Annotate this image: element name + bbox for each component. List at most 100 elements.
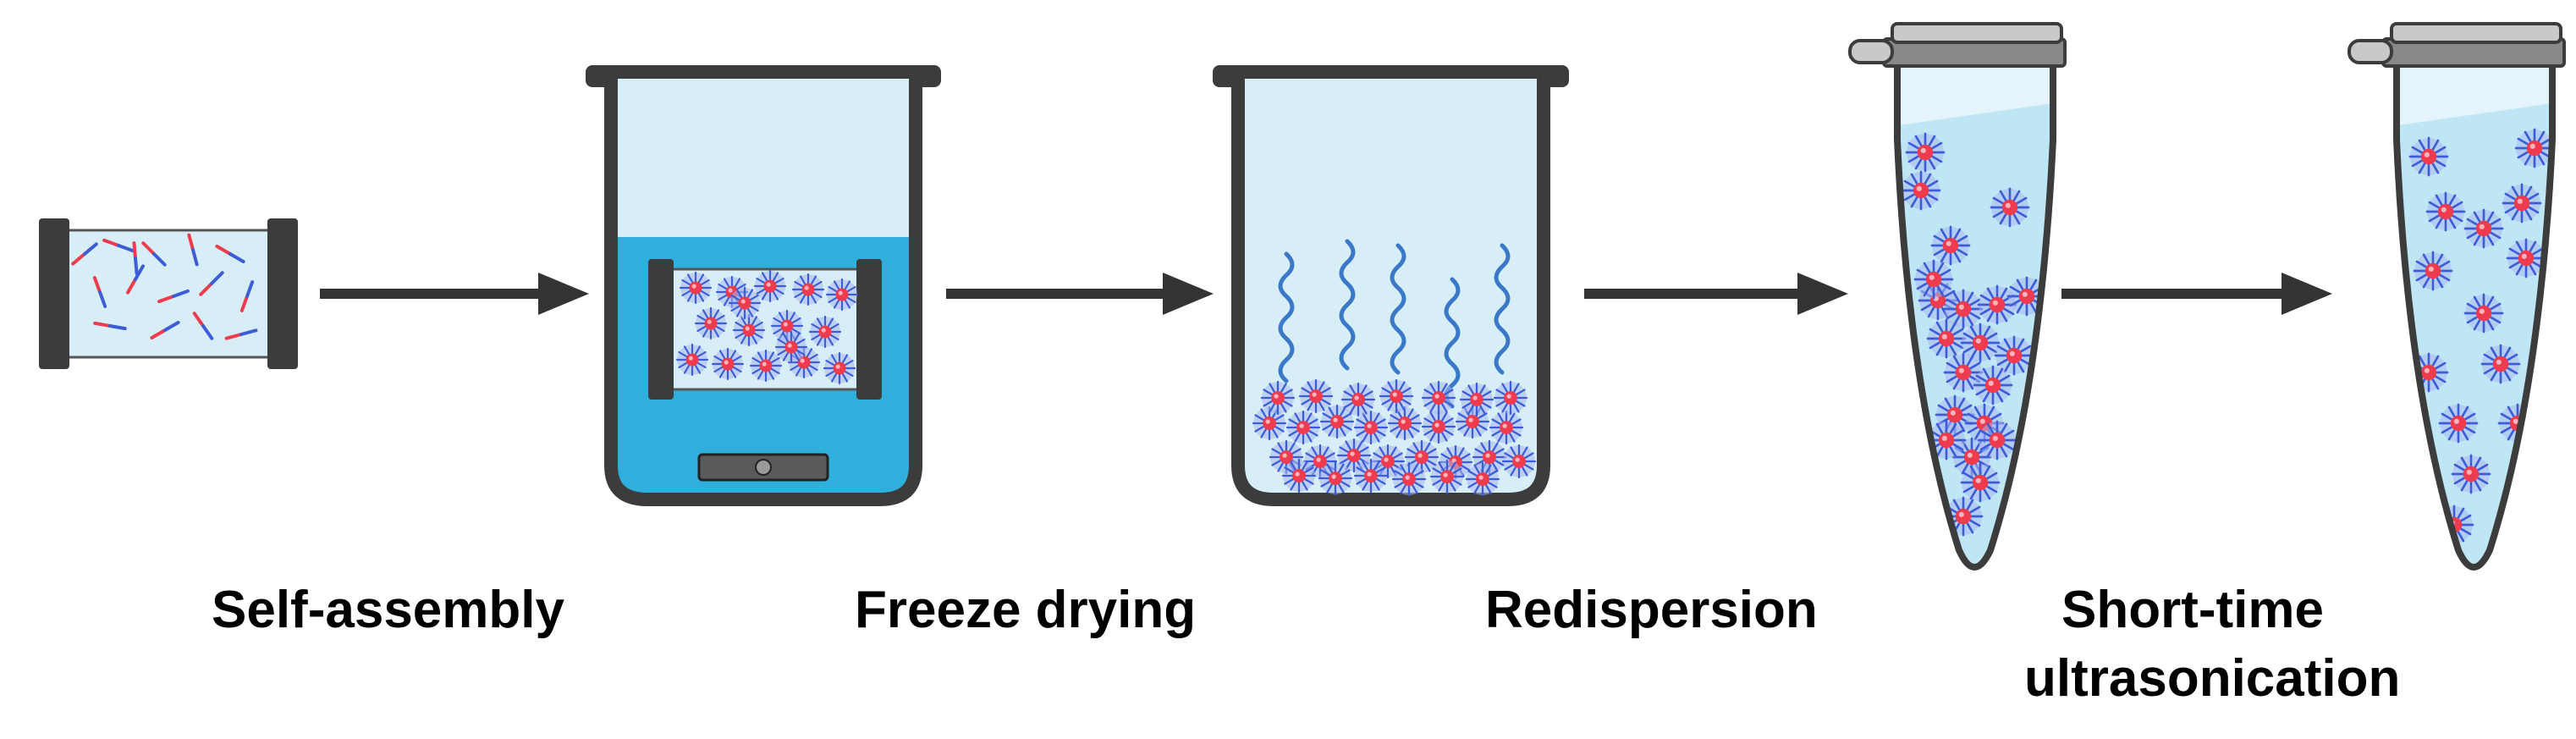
micelle: [1943, 352, 1984, 393]
aggregated-micelles: [1901, 132, 2047, 537]
tube-redispersion: [1848, 22, 2067, 571]
micelle: [1298, 378, 1334, 414]
vapor-squiggles: [1278, 239, 1511, 409]
capsule-body: [64, 229, 272, 359]
micelle: [2425, 191, 2466, 232]
micelle: [1905, 132, 1946, 173]
amphiphile-molecule: [187, 233, 199, 267]
amphiphile-molecule: [71, 242, 98, 266]
micelle: [1501, 444, 1537, 479]
amphiphile-molecule: [102, 238, 135, 253]
micelle: [694, 306, 728, 340]
tube-cap-bar: [1891, 22, 2063, 44]
micelle: [2413, 251, 2453, 291]
micelle: [1281, 458, 1317, 494]
micelle: [2502, 183, 2542, 223]
micelle: [2463, 293, 2504, 334]
beaker-air: [611, 68, 916, 237]
beaker-freeze-dried: [1213, 65, 1569, 506]
tube-hinge-tab: [1848, 39, 1894, 64]
capsule-cap-right: [267, 218, 298, 369]
micelle: [2480, 344, 2521, 384]
micelle: [749, 349, 783, 383]
micelle: [1421, 380, 1456, 416]
micelle: [1285, 410, 1321, 445]
amphiphile-molecule: [192, 312, 214, 340]
capsule-unassembled: [39, 218, 298, 369]
label-ultrasonication: ultrasonication: [2024, 649, 2401, 708]
micelle: [825, 278, 859, 312]
arrow-1: [320, 273, 589, 315]
micelle: [1960, 323, 2001, 363]
amphiphile-molecule: [132, 241, 139, 275]
capsule-cap-left-water: [648, 259, 674, 400]
micelle: [1943, 289, 1984, 329]
micelle: [1977, 420, 2017, 460]
capsule-cap-left: [39, 218, 69, 369]
arrow-4: [2061, 273, 2332, 315]
beaker-self-assembly: [586, 65, 941, 506]
micelle: [1319, 404, 1355, 439]
micelle: [679, 271, 713, 305]
beaker-outline: [586, 65, 941, 506]
micelle: [1391, 461, 1427, 497]
micelle: [823, 351, 856, 385]
micelle: [1493, 380, 1528, 416]
micelle: [1960, 462, 2001, 503]
beaker-outline: [1213, 65, 1569, 506]
micelle: [2506, 238, 2546, 279]
free-molecules: [71, 233, 258, 340]
micelle: [2408, 136, 2449, 177]
amphiphile-molecule: [224, 328, 258, 340]
micelle: [2463, 208, 2504, 249]
micelle: [1990, 187, 2030, 228]
micelle: [711, 347, 745, 381]
tube-cap-bar: [2390, 22, 2562, 44]
micelle: [1926, 318, 1967, 359]
micelle: [1379, 378, 1414, 414]
micelle: [1994, 335, 2034, 376]
micelle: [774, 330, 808, 364]
micelle: [675, 343, 709, 377]
micelle: [1387, 405, 1423, 441]
micelle: [1353, 410, 1389, 445]
micelle: [1489, 410, 1524, 445]
arrow-2: [946, 273, 1214, 315]
amphiphile-molecule: [92, 276, 107, 308]
micelle: [1429, 459, 1465, 494]
amphiphile-molecule: [199, 271, 224, 296]
label-self-assembly: Self-assembly: [212, 581, 564, 639]
dried-micelle-pile: [1252, 378, 1537, 497]
micelle: [1913, 259, 1954, 300]
micelle: [728, 286, 762, 320]
stir-bar: [697, 453, 829, 482]
tube-outline: [2393, 63, 2556, 571]
capsule-micelles: [675, 269, 859, 385]
tube-ultrasonication: [2348, 22, 2566, 571]
amphiphile-molecule: [141, 241, 167, 267]
micelle: [2438, 403, 2479, 444]
micelle: [1318, 460, 1353, 496]
micelle: [1930, 225, 1971, 266]
label-short-time: Short-time: [2061, 581, 2324, 639]
micelle: [753, 269, 787, 303]
amphiphile-molecule: [93, 321, 127, 331]
amphiphile-molecule: [215, 245, 245, 263]
amphiphile-molecule: [157, 289, 190, 304]
tube-hinge-tab: [2348, 39, 2393, 64]
amphiphile-molecule: [239, 280, 255, 312]
micelle: [791, 273, 825, 306]
label-freeze-drying: Freeze drying: [855, 581, 1197, 639]
amphiphile-molecule: [150, 321, 180, 339]
arrow-3: [1584, 273, 1848, 315]
micelle: [1465, 461, 1500, 497]
micelle: [1353, 458, 1389, 494]
micelle: [808, 315, 842, 349]
label-redispersion: Redispersion: [1485, 581, 1818, 639]
micelle: [1459, 382, 1494, 417]
tube-outline: [1894, 63, 2056, 571]
capsule-cap-right-water: [856, 259, 882, 400]
micelle: [1260, 380, 1296, 416]
